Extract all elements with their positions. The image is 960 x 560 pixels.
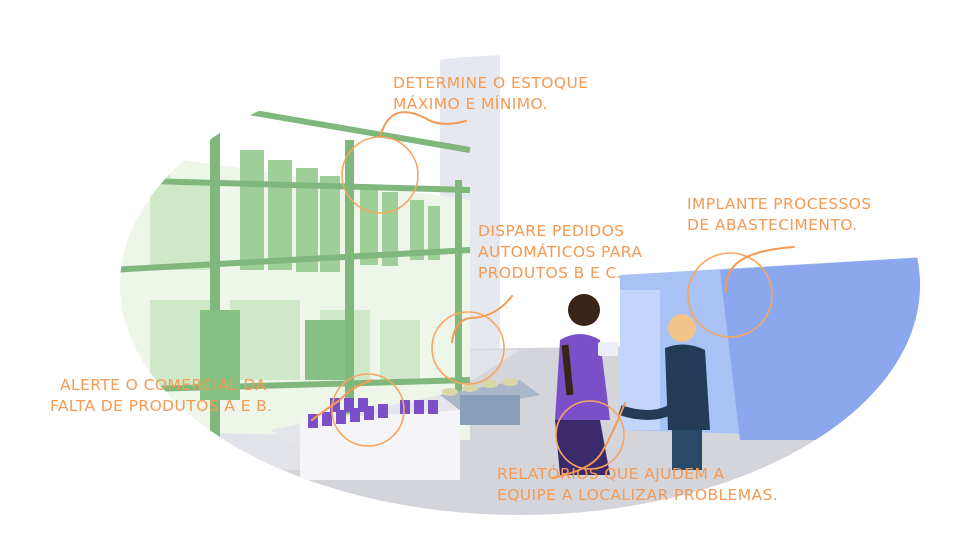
callout-leaders <box>311 111 795 479</box>
warehouse-worker <box>618 314 710 470</box>
packing-table <box>270 395 460 480</box>
callout-supply-processes: IMPLANTE PROCESSOS DE ABASTECIMENTO. <box>687 195 872 234</box>
callout-stock-limits: DETERMINE O ESTOQUE MÁXIMO E MÍNIMO. <box>393 74 589 113</box>
callout-reports: RELATÓRIOS QUE AJUDEM A EQUIPE A LOCALIZ… <box>497 465 779 504</box>
produce-crates <box>440 378 540 425</box>
callout-sales-alert: ALERTE O COMERCIAL DA FALTA DE PRODUTOS … <box>50 376 273 415</box>
shelving-unit <box>120 92 471 440</box>
callout-auto-orders: DISPARE PEDIDOS AUTOMÁTICOS PARA PRODUTO… <box>478 222 643 282</box>
